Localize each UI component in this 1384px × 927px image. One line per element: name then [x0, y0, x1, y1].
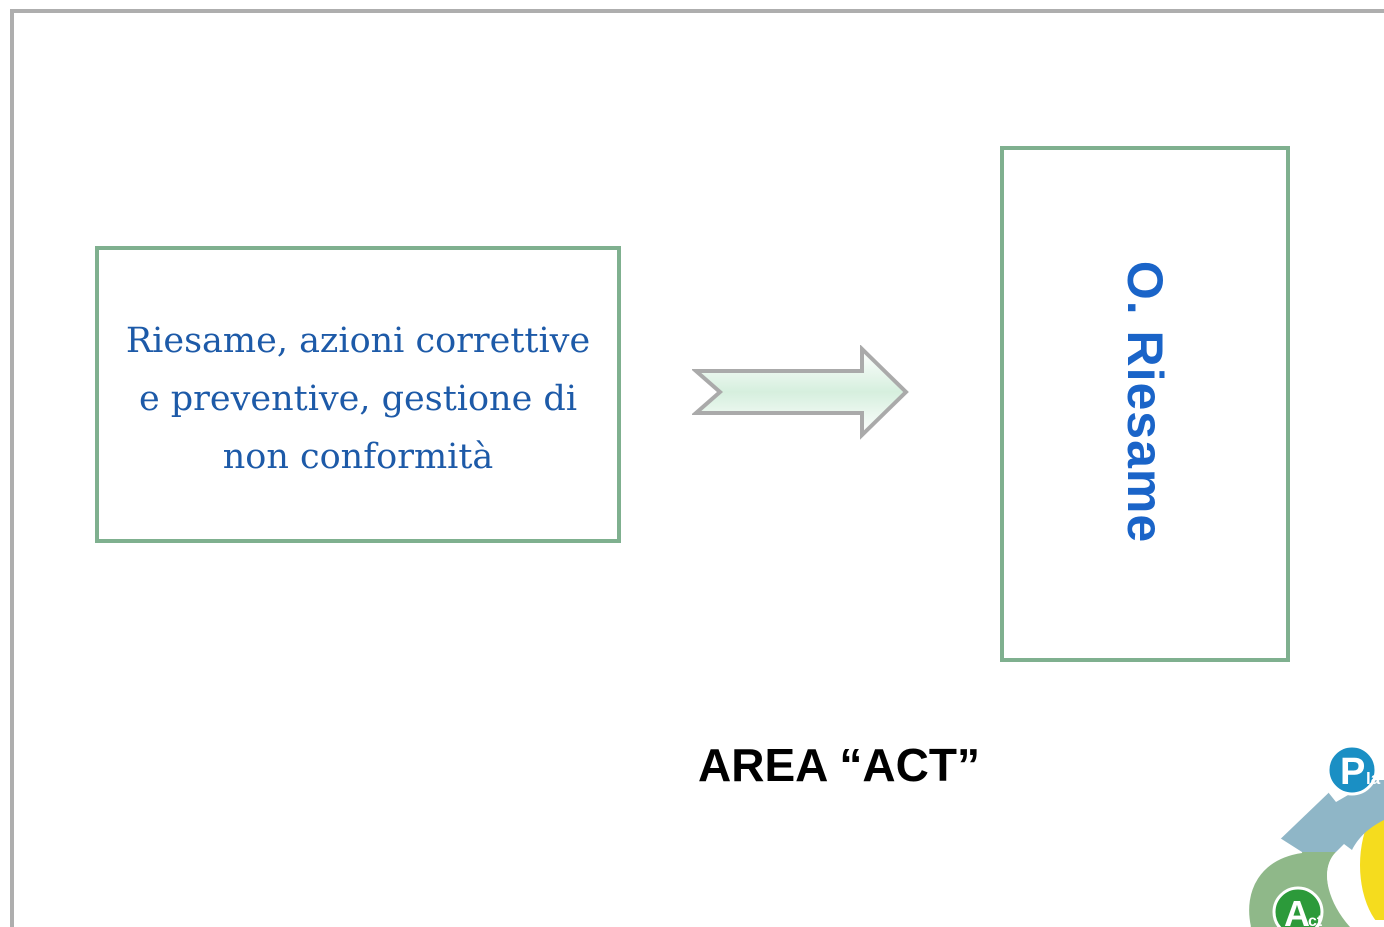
output-box-label: O. Riesame	[1117, 260, 1173, 544]
pdca-plan-letter: P	[1340, 751, 1365, 793]
area-title: AREA “ACT”	[698, 739, 980, 791]
pdca-cycle-logo-icon: P la A ct	[1247, 744, 1384, 927]
pdca-act-letter: A	[1284, 893, 1310, 927]
output-box-riesame: O. Riesame	[1000, 146, 1290, 662]
process-box-text: Riesame, azioni correttive e preventive,…	[126, 312, 590, 486]
process-box-line-2: e preventive, gestione di	[138, 378, 578, 419]
slide-frame	[10, 9, 1384, 927]
process-box-riesame-azioni: Riesame, azioni correttive e preventive,…	[95, 246, 621, 543]
process-box-line-1: Riesame, azioni correttive	[125, 320, 591, 361]
pdca-plan-suffix: la	[1366, 769, 1381, 788]
process-box-line-3: non conformità	[222, 436, 494, 477]
arrow-right-icon	[692, 345, 909, 440]
pdca-act-suffix: ct	[1308, 913, 1323, 927]
